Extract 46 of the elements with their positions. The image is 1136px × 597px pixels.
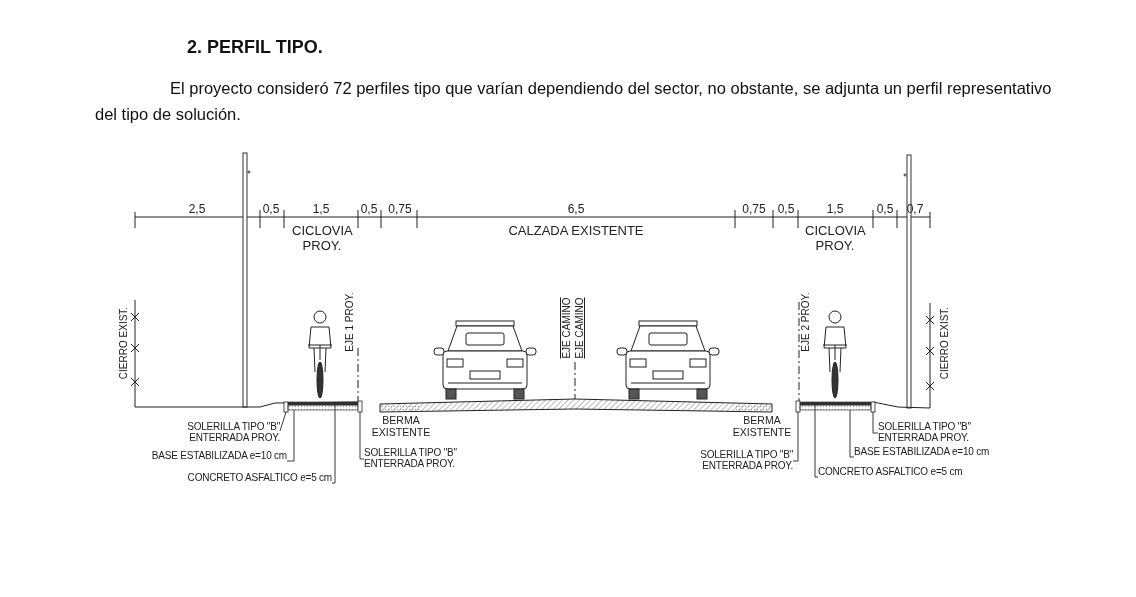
dimension-value: 0,5 xyxy=(360,203,378,215)
leader-line xyxy=(331,404,336,484)
leader-line xyxy=(359,411,365,460)
axis-note: CIERRO EXIST. xyxy=(940,306,950,380)
callout-text: BASE ESTABILIZADA e=10 cm xyxy=(151,450,287,461)
axis-note: EJE CAMINO xyxy=(575,297,585,359)
dimension-value: 2,5 xyxy=(188,203,206,215)
dimension-value: 0,7 xyxy=(906,203,924,215)
leader-line xyxy=(849,409,855,458)
curb-block xyxy=(283,401,289,413)
dimension-value: 0,5 xyxy=(876,203,894,215)
leader-line xyxy=(279,411,287,432)
asphalt-layer xyxy=(287,401,359,406)
axis-note: EJE CAMINO xyxy=(562,297,572,359)
asphalt-layer xyxy=(799,401,872,406)
drawing-note: CALZADA EXISTENTE xyxy=(507,224,645,239)
drawing-note: BERMA EXISTENTE xyxy=(732,414,792,439)
dimension-value: 0,75 xyxy=(388,203,412,215)
callout-text: SOLERILLA TIPO "B" ENTERRADA PROY. xyxy=(364,447,476,469)
curb-block xyxy=(795,400,801,413)
callout-text: SOLERILLA TIPO "B" ENTERRADA PROY. xyxy=(878,421,990,443)
callout-text: SOLERILLA TIPO "B" ENTERRADA PROY. xyxy=(168,421,280,443)
heading: 2. PERFIL TIPO. xyxy=(187,37,323,58)
leader-line xyxy=(286,409,295,462)
axis-note: EJE 1 PROY. xyxy=(345,292,355,352)
axis-note: CIERRO EXIST. xyxy=(119,306,129,380)
dimension-value: 6,5 xyxy=(567,203,585,215)
dimension-value: 0,5 xyxy=(262,203,280,215)
paragraph: El proyecto consideró 72 perfiles tipo que varían dependiendo del sector, no obstante, se adjunta un perfil representativo del tipo de solución. xyxy=(95,78,1053,125)
leader-line xyxy=(872,411,879,434)
callout-text: CONCRETO ASFALTICO e=5 cm xyxy=(818,466,963,477)
curb-block xyxy=(357,400,363,413)
leader-line xyxy=(814,404,819,478)
dimension-value: 0,75 xyxy=(742,203,766,215)
dimension-value: 0,5 xyxy=(777,203,795,215)
axis-note: EJE 2 PROY. xyxy=(801,292,811,352)
drawing-note: CICLOVIA PROY. xyxy=(292,224,352,254)
curb-block xyxy=(870,401,876,413)
callout-text: BASE ESTABILIZADA e=10 cm xyxy=(854,446,990,457)
drawing-note: CICLOVIA PROY. xyxy=(805,224,865,254)
callout-text: SOLERILLA TIPO "B" ENTERRADA PROY. xyxy=(681,449,793,471)
callout-text: CONCRETO ASFALTICO e=5 cm xyxy=(187,472,332,483)
leader-line xyxy=(792,411,799,462)
dimension-value: 1,5 xyxy=(826,203,844,215)
drawing-note: BERMA EXISTENTE xyxy=(371,414,431,439)
dimension-value: 1,5 xyxy=(312,203,330,215)
